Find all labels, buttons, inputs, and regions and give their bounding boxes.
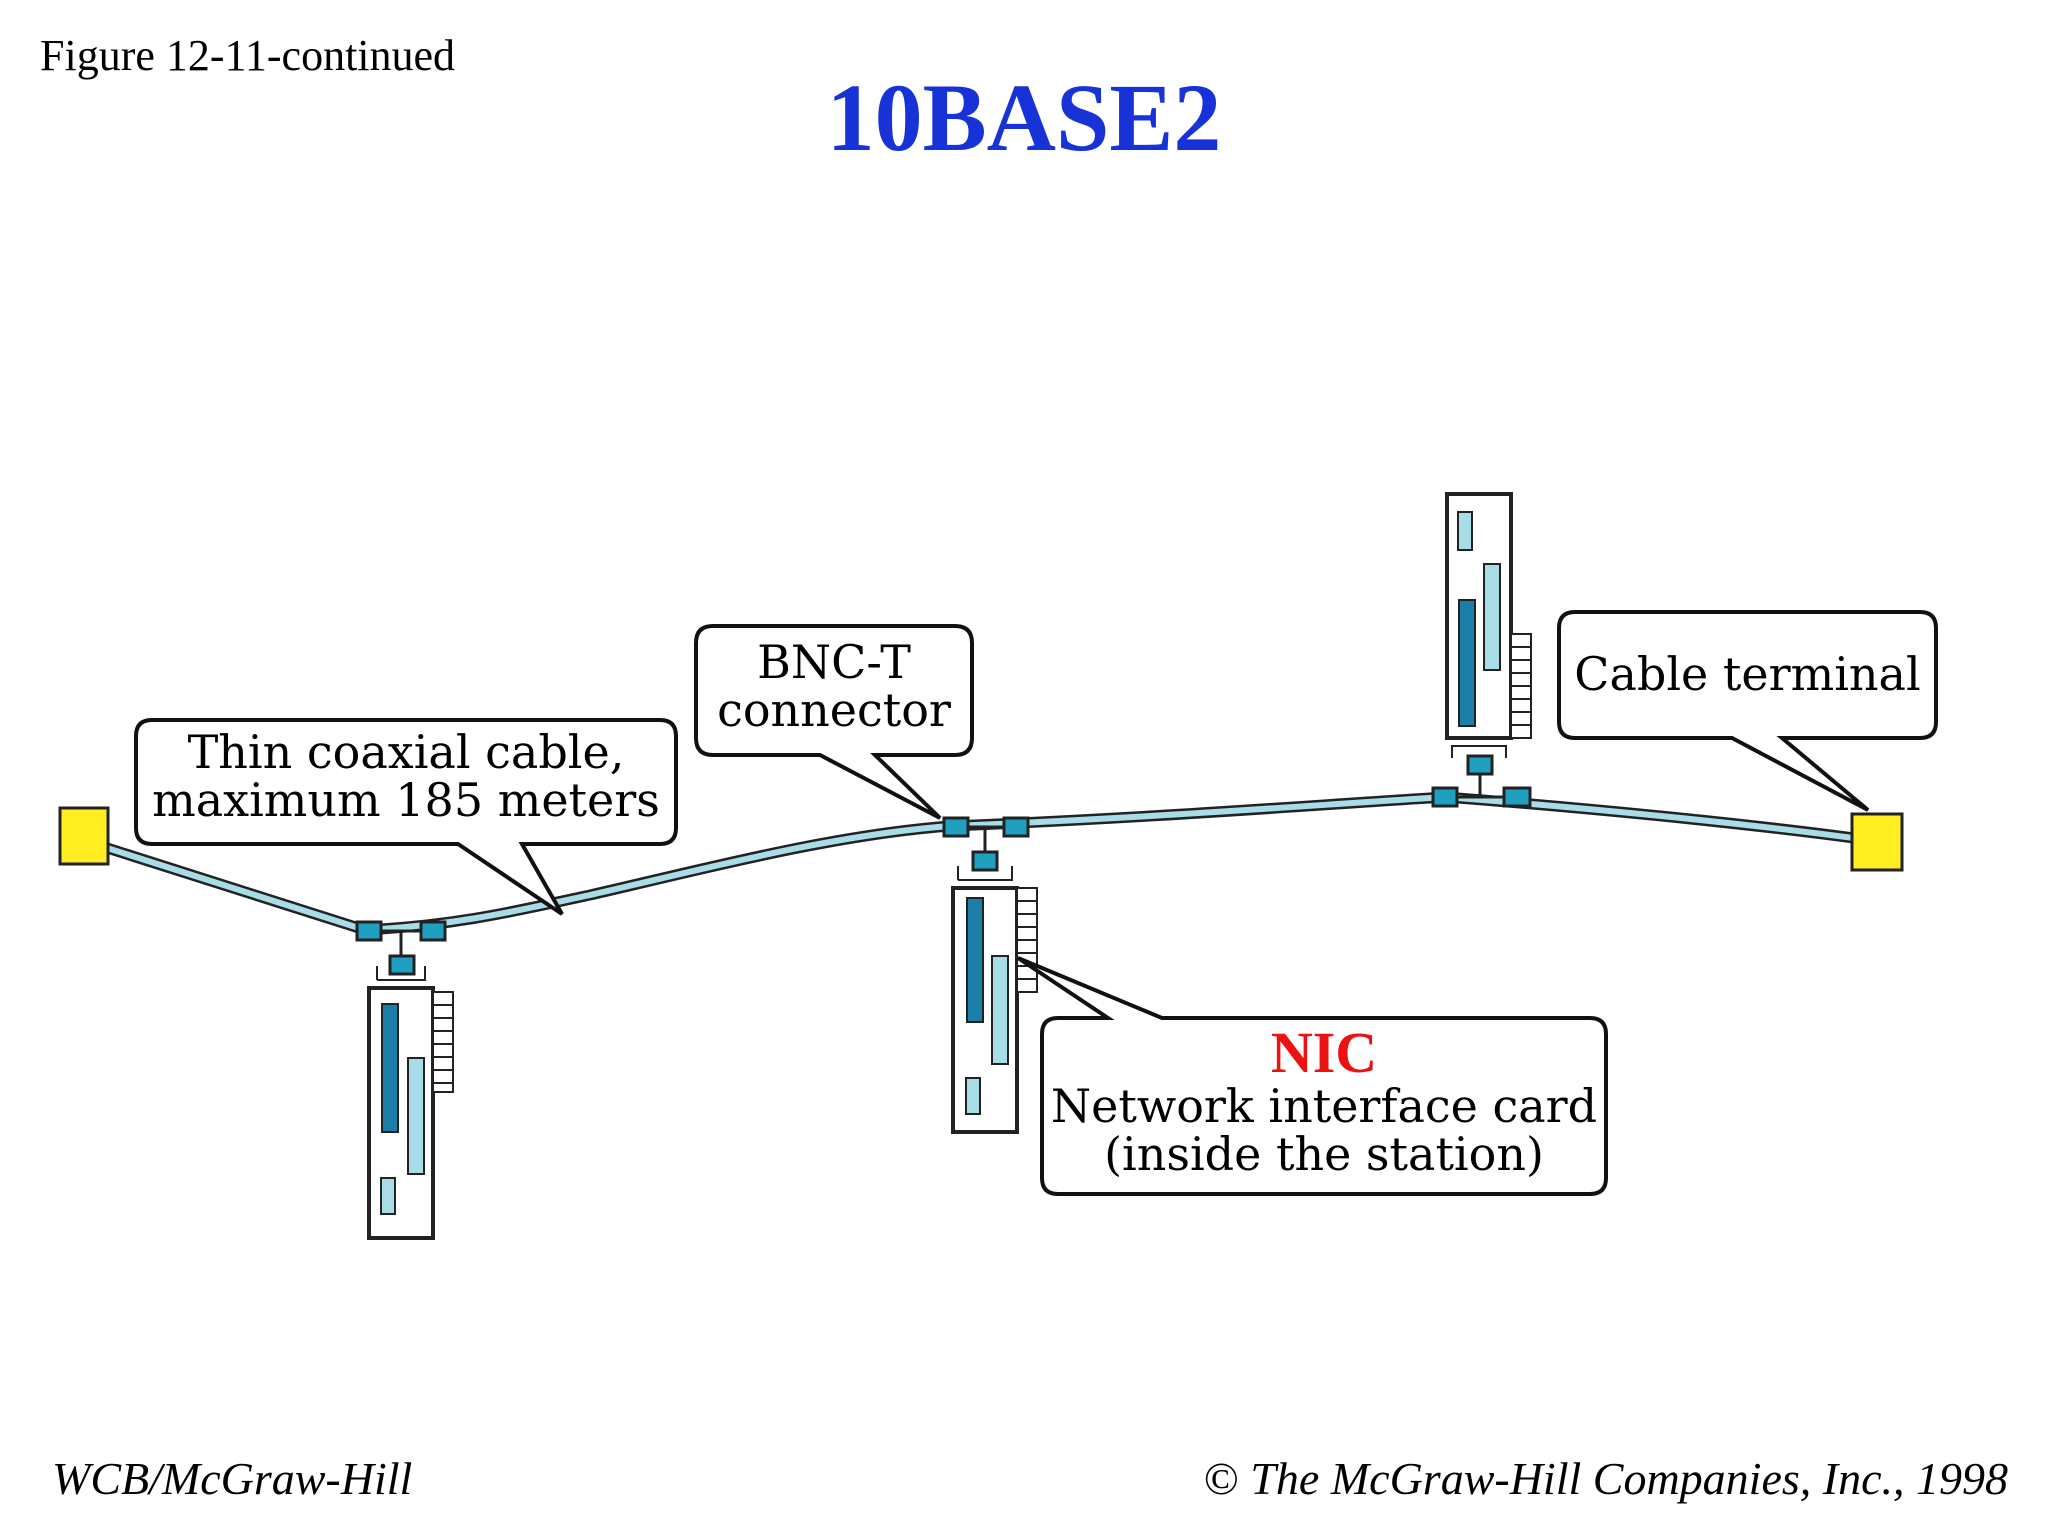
callout-terminal — [1557, 610, 1938, 812]
figure-label: Figure 12-11-continued — [40, 31, 456, 80]
station-1 — [367, 986, 454, 1240]
left-cable-terminator — [58, 806, 110, 866]
footer-copyright: © The McGraw-Hill Companies, Inc., 1998 — [1204, 1452, 2008, 1505]
station-3 — [1445, 492, 1532, 740]
callout-cable-line2: maximum 185 meters — [152, 773, 660, 827]
callout-bnc-line1: BNC-T — [757, 635, 911, 689]
copyright-symbol: © — [1203, 1453, 1239, 1504]
station-2 — [951, 886, 1038, 1134]
callout-nic-line1: Network interface card — [1050, 1079, 1598, 1133]
callout-terminal-text: Cable terminal — [1559, 650, 1936, 698]
callout-cable — [134, 718, 678, 916]
callout-cable-line1: Thin coaxial cable, — [187, 725, 625, 779]
callout-bnc-text: BNC-T connector — [696, 638, 972, 734]
callout-terminal-line1: Cable terminal — [1574, 647, 1921, 701]
station-1-ports — [432, 991, 454, 1093]
callout-nic-line2: (inside the station) — [1104, 1127, 1544, 1181]
bnc-t-connector-1 — [355, 920, 447, 981]
callout-nic — [1016, 956, 1608, 1196]
callout-cable-text: Thin coaxial cable, maximum 185 meters — [136, 728, 676, 824]
callout-nic-acronym: NIC — [1270, 1020, 1378, 1085]
right-cable-terminator — [1850, 812, 1904, 872]
footer-publisher: WCB/McGraw-Hill — [52, 1453, 413, 1504]
bnc-t-connector-2 — [942, 816, 1030, 881]
station-2-ports — [1016, 887, 1038, 993]
copyright-text: The McGraw-Hill Companies, Inc., 1998 — [1250, 1453, 2008, 1504]
page-title: 10BASE2 — [826, 64, 1222, 171]
callout-nic-text: NIC Network interface card (inside the s… — [1042, 1020, 1606, 1181]
bnc-t-connector-3 — [1431, 745, 1532, 808]
station-3-ports — [1510, 633, 1532, 739]
callout-bnc-line2: connector — [717, 683, 951, 737]
callout-bnc — [694, 624, 974, 820]
